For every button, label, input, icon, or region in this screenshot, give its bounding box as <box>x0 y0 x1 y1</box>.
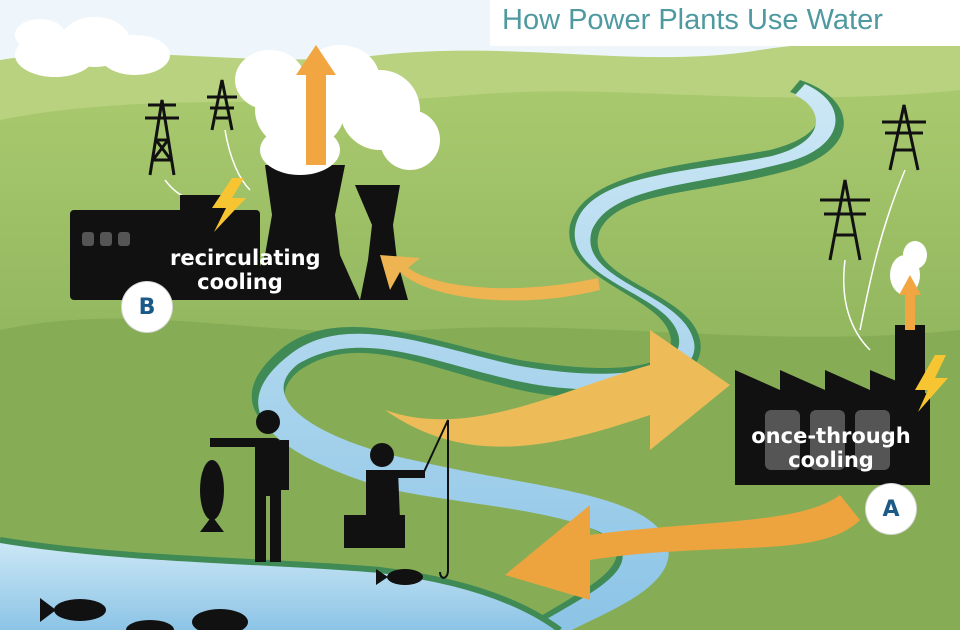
cloud-icon <box>15 17 170 77</box>
discharge-arrow-a <box>505 495 860 600</box>
recirculating-plant-icon <box>70 165 408 300</box>
lightning-icon <box>212 178 246 232</box>
plant-a-label-line1: once-through <box>751 424 911 448</box>
plant-a-label: once-through cooling <box>746 424 916 472</box>
page-title: How Power Plants Use Water <box>502 4 883 36</box>
lake-edge <box>0 537 562 630</box>
window-icons <box>82 232 130 246</box>
power-tower-icon <box>145 79 237 176</box>
plant-a-badge: A <box>866 484 916 534</box>
plant-b-label: recirculating cooling <box>170 246 321 294</box>
person-fishing-icon <box>344 443 425 548</box>
person-holding-fish-icon <box>200 410 289 562</box>
intake-arrow-a <box>385 330 730 450</box>
fish-hook-icon <box>439 569 449 579</box>
plant-b-label-line2: cooling <box>197 270 283 294</box>
lightning-icon <box>915 355 948 412</box>
plant-b-badge: B <box>122 282 172 332</box>
title-panel: How Power Plants Use Water <box>490 0 960 46</box>
fishing-rod <box>422 419 449 570</box>
steam-arrow-icon <box>296 45 336 165</box>
fish-icon <box>376 569 423 585</box>
fish-icon <box>40 598 106 622</box>
plant-b-label-line1: recirculating <box>170 246 321 270</box>
plant-a-label-line2: cooling <box>788 448 874 472</box>
lake <box>0 540 560 630</box>
fish-icon <box>126 609 248 630</box>
power-tower-icon <box>820 104 926 261</box>
intake-arrow-b <box>380 255 600 301</box>
steam-arrow-icon <box>899 275 921 330</box>
window-icons <box>765 410 890 470</box>
